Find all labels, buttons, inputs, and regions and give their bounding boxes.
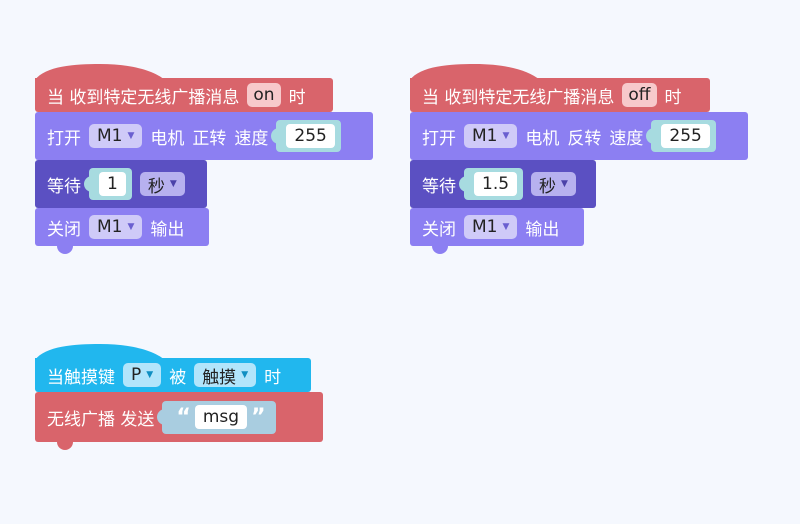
broadcast-hat-block-off[interactable]: 当 收到特定无线广播消息 off 时	[410, 64, 710, 120]
broadcast-hat-block-on[interactable]: 当 收到特定无线广播消息 on 时	[35, 64, 333, 120]
wait-block[interactable]: 等待 1 秒 ▼	[35, 160, 207, 216]
broadcast-send-block[interactable]: 无线广播 发送 “ msg ”	[35, 392, 323, 450]
hat-prefix-label: 当 收到特定无线广播消息	[422, 87, 615, 108]
motor-label: 电机	[150, 128, 185, 149]
motor-action-label: 打开	[422, 128, 456, 149]
caret-down-icon: ▼	[146, 370, 154, 380]
wait-block[interactable]: 等待 1.5 秒 ▼	[410, 160, 596, 216]
block-notch	[432, 245, 448, 254]
message-field[interactable]: on	[247, 83, 281, 107]
direction-label: 反转	[567, 128, 602, 149]
close-quote-icon: ”	[251, 404, 266, 430]
speed-input[interactable]: 255	[661, 124, 710, 148]
wait-label: 等待	[422, 176, 456, 197]
hat-prefix-label: 当 收到特定无线广播消息	[47, 87, 240, 108]
broadcast-send-label: 无线广播 发送	[47, 409, 155, 430]
message-slot: “ msg ”	[157, 400, 276, 434]
caret-down-icon: ▼	[502, 131, 510, 141]
caret-down-icon: ▼	[169, 179, 177, 189]
touch-prefix-label: 当触摸键	[47, 367, 115, 388]
wait-input[interactable]: 1.5	[474, 172, 518, 196]
motor-port-dropdown[interactable]: M1 ▼	[464, 124, 518, 148]
motor-off-label: 关闭	[422, 219, 456, 240]
hat-suffix-label: 时	[288, 87, 306, 108]
wait-input[interactable]: 1	[99, 172, 126, 196]
message-field[interactable]: off	[622, 83, 657, 107]
motor-on-block[interactable]: 打开 M1 ▼ 电机 反转 速度 255	[410, 112, 748, 168]
touch-mid-label: 被	[169, 367, 187, 388]
time-unit-dropdown[interactable]: 秒 ▼	[139, 172, 185, 197]
time-unit-value: 秒	[539, 176, 557, 197]
hat-cap-shape	[35, 64, 165, 80]
caret-down-icon: ▼	[127, 222, 135, 232]
speed-slot: 255	[271, 120, 341, 152]
motor-off-label: 关闭	[47, 219, 81, 240]
motor-port-dropdown[interactable]: M1 ▼	[89, 215, 143, 239]
output-label: 输出	[525, 219, 560, 240]
motor-off-block[interactable]: 关闭 M1 ▼ 输出	[410, 208, 584, 254]
caret-down-icon: ▼	[502, 222, 510, 232]
touch-hat-block[interactable]: 当触摸键 P ▼ 被 触摸 ▼ 时	[35, 344, 311, 400]
direction-label: 正转	[192, 128, 227, 149]
hat-suffix-label: 时	[664, 87, 682, 108]
wait-slot: 1	[84, 168, 132, 200]
speed-label: 速度	[609, 128, 644, 149]
hat-cap-shape	[35, 344, 165, 360]
motor-port-value: M1	[472, 126, 498, 146]
caret-down-icon: ▼	[241, 370, 249, 380]
motor-port-dropdown[interactable]: M1 ▼	[464, 215, 518, 239]
speed-input[interactable]: 255	[286, 124, 335, 148]
time-unit-value: 秒	[147, 176, 165, 197]
caret-down-icon: ▼	[561, 179, 568, 189]
touch-key-value: P	[131, 365, 142, 385]
motor-on-block[interactable]: 打开 M1 ▼ 电机 正转 速度 255	[35, 112, 373, 168]
touch-state-value: 触摸	[202, 367, 237, 388]
wait-label: 等待	[47, 176, 81, 197]
motor-label: 电机	[525, 128, 560, 149]
open-quote-icon: “	[176, 404, 191, 430]
caret-down-icon: ▼	[127, 131, 135, 141]
motor-port-value: M1	[472, 217, 498, 237]
speed-slot: 255	[646, 120, 716, 152]
touch-state-dropdown[interactable]: 触摸 ▼	[194, 363, 257, 388]
hat-cap-shape	[410, 64, 540, 80]
block-notch	[57, 245, 73, 254]
touch-suffix-label: 时	[264, 367, 282, 388]
block-notch	[57, 441, 73, 450]
broadcast-message-input[interactable]: msg	[194, 405, 248, 429]
output-label: 输出	[150, 219, 185, 240]
motor-off-block[interactable]: 关闭 M1 ▼ 输出	[35, 208, 209, 254]
speed-label: 速度	[234, 128, 269, 149]
wait-slot: 1.5	[458, 168, 524, 200]
motor-port-dropdown[interactable]: M1 ▼	[89, 124, 143, 148]
touch-key-dropdown[interactable]: P ▼	[123, 363, 162, 387]
motor-port-value: M1	[97, 217, 123, 237]
motor-action-label: 打开	[47, 128, 81, 149]
motor-port-value: M1	[97, 126, 123, 146]
time-unit-dropdown[interactable]: 秒 ▼	[531, 172, 576, 197]
